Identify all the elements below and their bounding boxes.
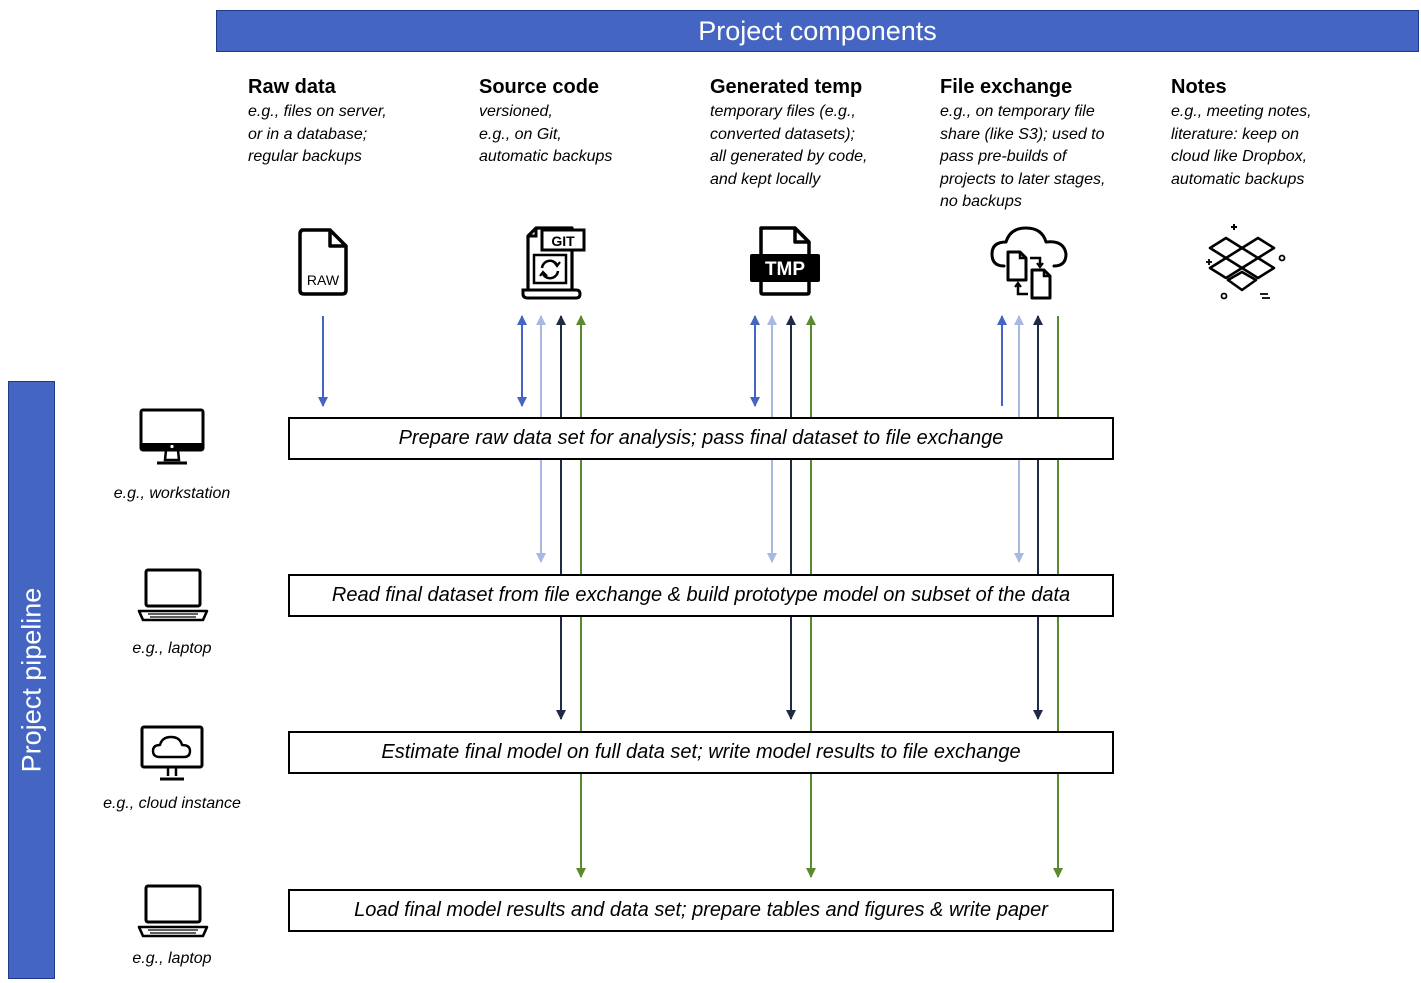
component-file-exchange: File exchange e.g., on temporary file sh… [940,74,1155,214]
component-description: e.g., files on server, or in a database;… [248,103,387,165]
component-raw-data: Raw data e.g., files on server, or in a … [248,74,463,169]
cloud-monitor-icon [140,725,204,781]
device-label: e.g., laptop [132,950,212,967]
sidebar-title: Project pipeline [16,587,46,773]
component-title: File exchange [940,76,1073,98]
git-icon-text: GIT [551,233,575,249]
project-pipeline-banner: Project pipeline [8,381,55,979]
component-description: e.g., meeting notes, literature: keep on… [1171,103,1312,188]
git-file-icon: GIT [521,226,586,300]
component-title: Notes [1171,76,1227,98]
cloud-file-exchange-icon [990,226,1068,300]
component-generated-temp: Generated temp temporary files (e.g., co… [710,74,925,191]
component-source-code: Source code versioned, e.g., on Git, aut… [479,74,694,169]
workstation-icon [139,408,205,465]
component-description: e.g., on temporary file share (like S3);… [940,103,1106,210]
step-text: Prepare raw data set for analysis; pass … [398,427,1004,449]
project-components-banner: Project components [216,10,1419,52]
tmp-icon-text: TMP [765,259,805,280]
pipeline-step-2: Read final dataset from file exchange & … [288,574,1114,617]
component-description: temporary files (e.g., converted dataset… [710,103,868,188]
banner-title: Project components [698,15,937,46]
component-notes: Notes e.g., meeting notes, literature: k… [1171,74,1386,191]
pipeline-step-3: Estimate final model on full data set; w… [288,731,1114,774]
tmp-file-icon: TMP [750,226,820,296]
dropbox-icon [1206,224,1286,300]
pipeline-step-1: Prepare raw data set for analysis; pass … [288,417,1114,460]
device-label: e.g., workstation [113,485,231,502]
component-title: Generated temp [710,76,863,98]
component-description: versioned, e.g., on Git, automatic backu… [479,103,613,165]
laptop-icon [137,568,209,622]
raw-icon-text: RAW [307,272,340,288]
pipeline-step-4: Load final model results and data set; p… [288,889,1114,932]
device-label: e.g., cloud instance [103,795,241,812]
component-title: Raw data [248,76,336,98]
step-text: Load final model results and data set; p… [354,899,1048,921]
component-title: Source code [479,76,600,98]
device-label: e.g., laptop [132,640,212,657]
step-text: Estimate final model on full data set; w… [381,741,1021,763]
laptop-icon [137,884,209,938]
raw-file-icon: RAW [298,228,348,296]
step-text: Read final dataset from file exchange & … [331,584,1071,606]
